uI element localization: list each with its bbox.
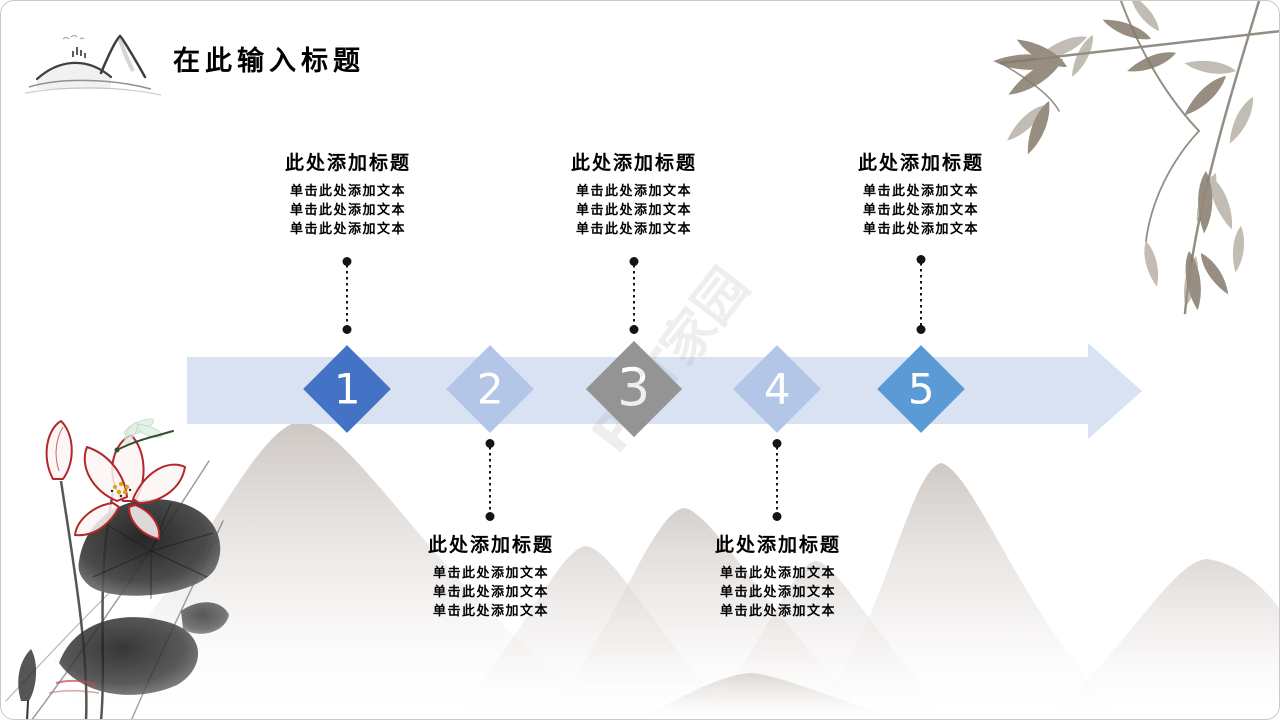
step-2-number: 2 [476, 363, 504, 413]
step-1-line-1[interactable]: 单击此处添加文本 [289, 183, 406, 198]
step-5-line-2[interactable]: 单击此处添加文本 [862, 202, 979, 217]
step-3-line-3[interactable]: 单击此处添加文本 [575, 221, 692, 236]
step-3-text-block[interactable]: 此处添加标题 单击此处添加文本 单击此处添加文本 单击此处添加文本 [524, 151, 744, 238]
step-4-title[interactable]: 此处添加标题 [714, 535, 841, 556]
step-5-text-block[interactable]: 此处添加标题 单击此处添加文本 单击此处添加文本 单击此处添加文本 [811, 151, 1031, 238]
step-3-line-1[interactable]: 单击此处添加文本 [575, 183, 692, 198]
step-2-line-2[interactable]: 单击此处添加文本 [432, 584, 549, 599]
step-5-title[interactable]: 此处添加标题 [857, 153, 984, 174]
dragonfly-icon [114, 418, 174, 453]
step-5-line-3[interactable]: 单击此处添加文本 [862, 221, 979, 236]
step-3-number: 3 [617, 359, 651, 419]
ink-mountain-icon [24, 34, 162, 96]
step-2-title[interactable]: 此处添加标题 [427, 535, 554, 556]
step-2-text-block[interactable]: 此处添加标题 单击此处添加文本 单击此处添加文本 单击此处添加文本 [381, 533, 601, 620]
timeline-arrowhead [1088, 343, 1142, 439]
step-1-title[interactable]: 此处添加标题 [284, 153, 411, 174]
lotus-dragonfly-decoration [5, 418, 229, 719]
step-1-line-2[interactable]: 单击此处添加文本 [289, 202, 406, 217]
step-4-text-block[interactable]: 此处添加标题 单击此处添加文本 单击此处添加文本 单击此处添加文本 [668, 533, 888, 620]
step-1-number: 1 [333, 363, 361, 413]
step-2-line-1[interactable]: 单击此处添加文本 [432, 565, 549, 580]
step-4-number: 4 [763, 363, 791, 413]
page-title[interactable]: 在此输入标题 [173, 46, 365, 76]
step-3-title[interactable]: 此处添加标题 [570, 153, 697, 174]
step-1-line-3[interactable]: 单击此处添加文本 [289, 221, 406, 236]
step-5-number: 5 [907, 363, 935, 413]
connector-step-3 [633, 259, 635, 332]
step-3-line-2[interactable]: 单击此处添加文本 [575, 202, 692, 217]
step-4-line-3[interactable]: 单击此处添加文本 [719, 603, 836, 618]
step-5-line-1[interactable]: 单击此处添加文本 [862, 183, 979, 198]
step-2-line-3[interactable]: 单击此处添加文本 [432, 603, 549, 618]
step-4-line-1[interactable]: 单击此处添加文本 [719, 565, 836, 580]
bamboo-branch-decoration [992, 1, 1279, 315]
connector-step-4 [776, 441, 778, 519]
step-4-line-2[interactable]: 单击此处添加文本 [719, 584, 836, 599]
step-1-text-block[interactable]: 此处添加标题 单击此处添加文本 单击此处添加文本 单击此处添加文本 [238, 151, 458, 238]
connector-step-5 [920, 257, 922, 332]
connector-step-1 [346, 259, 348, 332]
connector-step-2 [489, 441, 491, 519]
